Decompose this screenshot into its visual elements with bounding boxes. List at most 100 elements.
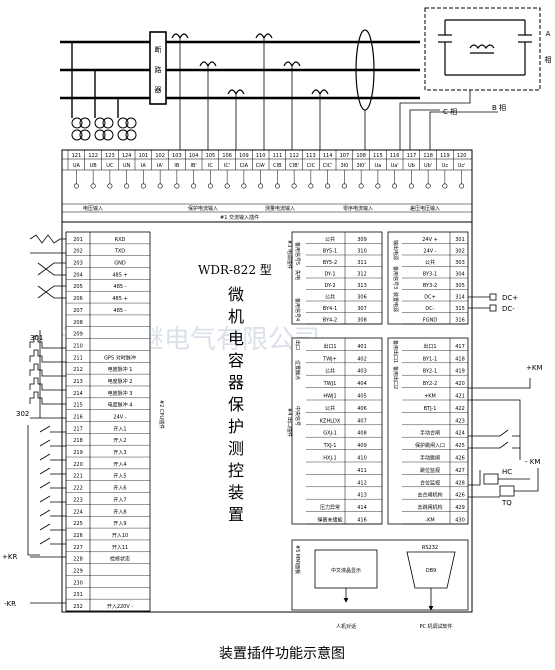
group-measure-current: 测量电流输入 (265, 205, 295, 212)
row-number: 412 (357, 480, 367, 486)
terminal-label: CIC' (323, 163, 333, 169)
terminal-label: Ua (375, 163, 382, 169)
terminal-label: CIB' (289, 163, 299, 169)
row-number: 430 (455, 518, 465, 524)
terminal-number: 111 (273, 153, 283, 159)
terminal-number: 110 (256, 153, 266, 159)
row-name: DY-2 (324, 283, 335, 289)
cpu-terminal-number: 230 (73, 580, 83, 586)
row-number: 408 (357, 431, 367, 437)
cpu-terminal-name: 开入7 (113, 497, 126, 503)
row-name: BY5-1 (323, 249, 337, 255)
row-name: FGND (423, 318, 437, 324)
cpu-terminal-number: 231 (73, 592, 83, 598)
row-number: 403 (357, 369, 367, 375)
row-name: 跳位监视 (420, 467, 440, 474)
group-voltage: 电压输入 (83, 205, 103, 212)
row-name: 公共 (325, 236, 335, 243)
device-name-char: 微 (228, 285, 244, 304)
terminal-label: Ub (408, 163, 415, 169)
row-number: 425 (455, 443, 465, 449)
row-number: 308 (357, 318, 367, 324)
breaker-char: 器 (155, 86, 162, 94)
db9-label: DB9 (426, 568, 436, 574)
pt-transformers (71, 117, 137, 141)
terminal-number: 119 (440, 153, 450, 159)
row-name: 压力异常 (320, 504, 340, 511)
terminal-label: IA' (157, 163, 163, 169)
row-name: DY-1 (324, 272, 335, 278)
row-number: 315 (455, 306, 465, 312)
row-name: BY2-1 (423, 369, 437, 375)
row-number: 418 (455, 356, 465, 362)
row-name: GXJ-1 (323, 431, 337, 437)
row-name: 手动跳闸 (420, 455, 440, 462)
row-number: 304 (455, 272, 465, 278)
row-number: 429 (455, 505, 465, 511)
row-name: DC- (425, 306, 434, 312)
cpu-terminal-name: 开入2 (113, 438, 126, 444)
cpu-terminal-name: 开入1 (113, 426, 126, 432)
cpu-terminal-name: 开入6 (113, 486, 126, 492)
terminal-number: 115 (373, 153, 383, 159)
cpu-terminal-number: 228 (73, 557, 83, 563)
row-name: HWJ1 (323, 394, 336, 400)
row-number: 305 (455, 283, 465, 289)
cpu-terminal-number: 212 (73, 367, 83, 373)
cpu-terminal-number: 226 (73, 533, 83, 539)
device-housing (61, 221, 473, 613)
phase-b-label: B 相 (492, 103, 506, 112)
terminal-number: 122 (88, 153, 98, 159)
figure-caption: 装置插件功能示意图 (219, 645, 345, 662)
row-name: 弹簧未储能 (317, 517, 342, 524)
cpu-terminal-name: GND (114, 261, 126, 267)
row-number: 421 (455, 394, 465, 400)
group-zero-current: 零序电流输入 (343, 205, 373, 212)
terminal-number: 123 (105, 153, 115, 159)
row-name: +KM (424, 394, 436, 400)
cpu-terminal-name: 开入11 (112, 545, 128, 551)
terminal-number: 112 (289, 153, 299, 159)
breaker-label: 断路器 (155, 45, 162, 94)
row-number: 310 (357, 249, 367, 255)
row-name: 保护跳闸入口 (415, 442, 445, 449)
module-3-title: #3 电源插件 (286, 240, 293, 269)
terminal-label: UC (106, 163, 114, 169)
terminal-number: 120 (457, 153, 467, 159)
io4-right-side-2: 备用出口2 (392, 366, 399, 389)
terminal-label: 3I0' (357, 163, 366, 169)
cpu-terminal-number: 218 (73, 438, 83, 444)
cpu-terminal-number: 204 (73, 272, 83, 278)
row-name: 去合闸机构 (417, 492, 442, 499)
terminal-number: 109 (239, 153, 249, 159)
row-name: 公共 (325, 294, 335, 301)
cpu-terminal-name: 24V - (113, 415, 126, 421)
cpu-terminal-name: 485 - (114, 308, 127, 314)
terminal-label: CIB (273, 163, 282, 169)
hc-label: HC (502, 468, 512, 476)
row-number: 419 (455, 369, 465, 375)
io4-right-side-1: 备用出口1 (392, 340, 399, 363)
relay3-side-2: 失电 (294, 270, 301, 280)
cpu-terminal-number: 202 (73, 249, 83, 255)
capacitor-bank: A 相 (424, 7, 552, 91)
row-name: BTJ-1 (424, 406, 437, 412)
row-name: KZHLDX (320, 418, 341, 424)
terminal-label: CIC (307, 163, 316, 169)
cpu-terminal-name: 开入5 (113, 474, 126, 480)
power-side-1: 输出电源 (392, 240, 399, 260)
row-name: 24V - (423, 249, 436, 255)
cpu-terminal-name: 电度脉冲 1 (108, 366, 133, 373)
pc-software-label: PC 机调试软件 (419, 623, 452, 630)
device-name-char: 器 (228, 373, 244, 392)
row-number: 313 (357, 283, 367, 289)
cpu-terminal-number: 205 (73, 284, 83, 290)
cpu-terminal-name: 开入9 (113, 521, 126, 527)
row-name: BY3-2 (423, 283, 437, 289)
terminal-number: 108 (356, 153, 366, 159)
terminal-label: IC' (224, 163, 230, 169)
lcd-display (314, 549, 378, 589)
